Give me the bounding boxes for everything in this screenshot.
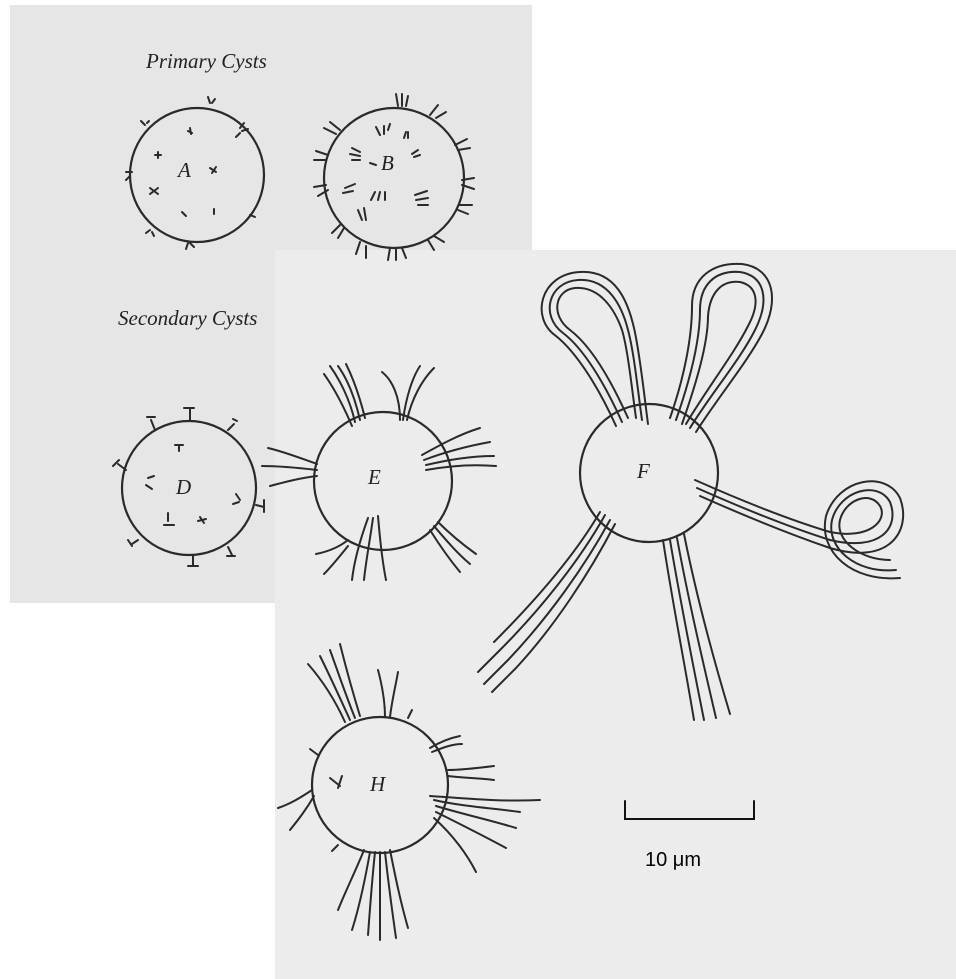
cyst-f-label: F — [636, 459, 650, 483]
cyst-b: B — [314, 94, 474, 260]
scale-bar: 10 μm — [625, 801, 754, 871]
cyst-a: A — [126, 97, 264, 249]
scale-bar-label: 10 μm — [645, 849, 701, 871]
cyst-h-label: H — [369, 772, 387, 796]
cyst-e: E — [262, 364, 496, 580]
cyst-h: H — [278, 644, 540, 940]
cyst-b-label: B — [381, 151, 394, 175]
primary-cysts-heading: Primary Cysts — [145, 49, 267, 73]
cyst-d: D — [113, 408, 264, 566]
cyst-e-label: E — [367, 465, 381, 489]
secondary-cysts-heading: Secondary Cysts — [118, 306, 257, 330]
cyst-a-label: A — [176, 158, 191, 182]
cyst-d-label: D — [175, 475, 191, 499]
cyst-f: F — [478, 264, 903, 720]
